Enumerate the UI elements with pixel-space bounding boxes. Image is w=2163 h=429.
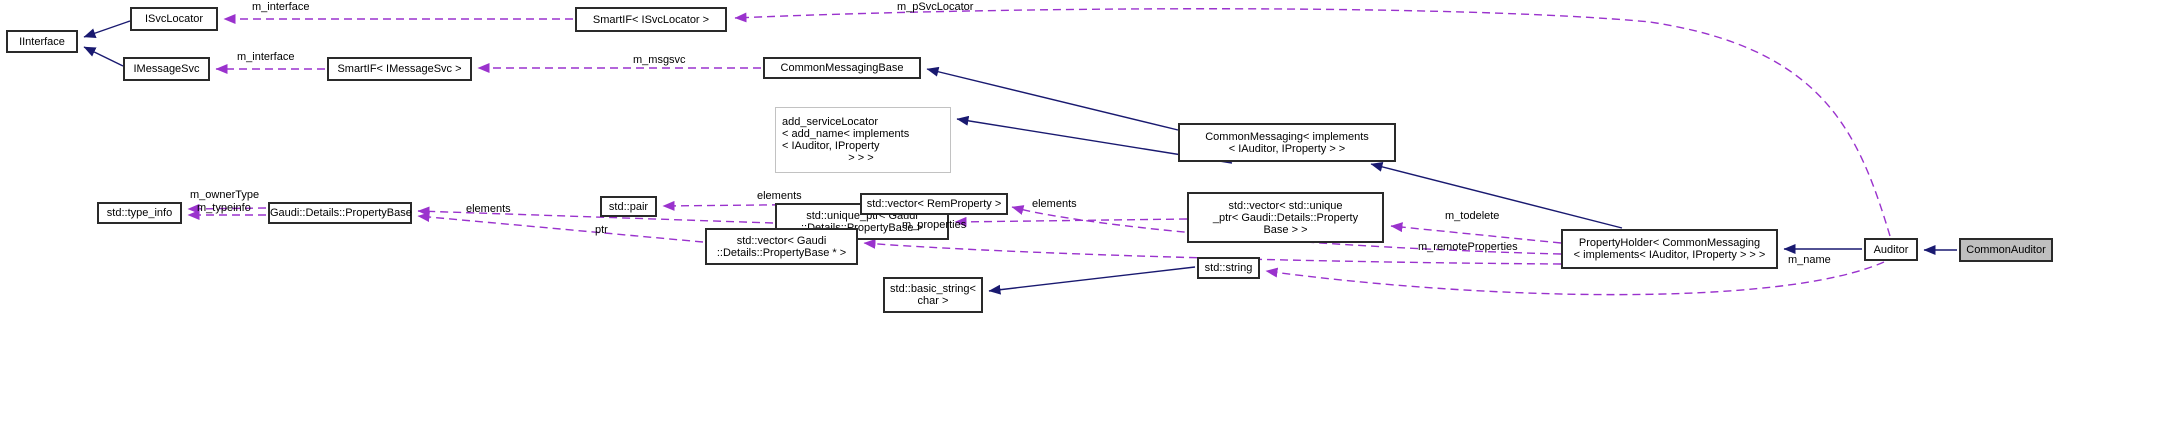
class-node-label: ISvcLocator <box>144 13 204 25</box>
class-node-smartif-isvclocator[interactable]: SmartIF< ISvcLocator > <box>575 7 727 32</box>
class-node-label: IInterface <box>19 35 65 48</box>
edge-label-m_remoteProperties: m_remoteProperties <box>1418 241 1518 253</box>
edge-string-to-basic-string <box>988 266 1196 295</box>
class-node-propertyholder[interactable]: PropertyHolder< CommonMessaging< impleme… <box>1561 229 1778 269</box>
class-node-label: std::pair <box>608 200 649 213</box>
class-node-smartif-imessagesvc[interactable]: SmartIF< IMessageSvc > <box>327 57 472 81</box>
class-node-vector-unique-ptr[interactable]: std::vector< std::unique_ptr< Gaudi::Det… <box>1187 192 1384 243</box>
class-node-imessagesvc[interactable]: IMessageSvc <box>123 57 210 81</box>
class-node-label: CommonMessaging< implements <box>1205 130 1369 143</box>
edge-commonmessaging-to-commonmessagingbase <box>926 66 1179 131</box>
edge-label-elements: elements <box>466 203 511 215</box>
edge-label-m_typeinfo: m_typeinfo <box>197 202 251 214</box>
edge-label-m_pSvcLocator: m_pSvcLocator <box>897 1 974 13</box>
class-node-label: _ptr< Gaudi::Details::Property <box>1212 211 1359 224</box>
class-node-commonauditor[interactable]: CommonAuditor <box>1959 238 2053 262</box>
edge-label-ptr: ptr <box>595 224 608 236</box>
class-node-label: Auditor <box>1873 243 1909 256</box>
class-node-commonmessagingbase[interactable]: CommonMessagingBase <box>763 57 921 79</box>
edge-imessagesvc-to-iinterface <box>83 46 124 67</box>
class-node-label: std::type_info <box>106 207 173 219</box>
class-node-label: < IAuditor, IProperty <box>782 140 880 152</box>
class-node-pair[interactable]: std::pair <box>600 196 657 217</box>
edge-propertyholder-to-commonmessaging <box>1370 161 1623 229</box>
class-node-label: SmartIF< IMessageSvc > <box>337 63 462 75</box>
class-node-label: IMessageSvc <box>133 63 200 75</box>
class-node-basic-string[interactable]: std::basic_string<char > <box>883 277 983 313</box>
class-node-label: std::vector< std::unique <box>1228 199 1343 212</box>
class-node-label: SmartIF< ISvcLocator > <box>592 13 710 26</box>
class-node-propertybase[interactable]: Gaudi::Details::PropertyBase <box>268 202 412 224</box>
class-node-label: std::basic_string< <box>890 283 976 295</box>
class-node-type-info[interactable]: std::type_info <box>97 202 182 224</box>
class-node-label: < IAuditor, IProperty > > <box>1228 142 1346 155</box>
class-node-label: Base > > <box>1263 223 1308 236</box>
edge-label-m_msgsvc: m_msgsvc <box>633 54 686 66</box>
class-node-vector-propertybase-ptr[interactable]: std::vector< Gaudi::Details::PropertyBas… <box>705 228 858 265</box>
edge-propertyholder-to-vector-propertybase-ptr <box>863 238 1562 265</box>
class-node-label: PropertyHolder< CommonMessaging <box>1578 237 1761 249</box>
class-node-auditor[interactable]: Auditor <box>1864 238 1918 261</box>
edge-propertyholder-to-vector-unique-ptr <box>1390 222 1562 244</box>
class-node-label: std::vector< Gaudi <box>736 234 827 247</box>
class-node-isvclocator[interactable]: ISvcLocator <box>130 7 218 31</box>
class-node-vector-remproperty[interactable]: std::vector< RemProperty > <box>860 193 1008 215</box>
class-node-label: CommonAuditor <box>1966 244 2046 256</box>
edge-auditor-to-string <box>1265 261 1885 296</box>
class-node-label: add_serviceLocator <box>782 116 879 128</box>
edge-vector-unique-ptr-to-unique-ptr-propertybase <box>954 216 1188 227</box>
class-node-label: CommonMessagingBase <box>780 62 904 74</box>
class-node-label: ::Details::PropertyBase * > <box>716 246 847 259</box>
class-node-string[interactable]: std::string <box>1197 257 1260 279</box>
class-node-add-servicelocator: add_serviceLocator< add_name< implements… <box>775 107 951 173</box>
class-node-commonmessaging[interactable]: CommonMessaging< implements< IAuditor, I… <box>1178 123 1396 162</box>
edge-label-m_todelete: m_todelete <box>1445 210 1500 222</box>
edge-label-m_interface: m_interface <box>252 1 310 13</box>
edge-label-elements: elements <box>757 190 802 202</box>
edge-propertybase-to-type-info <box>187 203 267 214</box>
edge-isvclocator-to-iinterface <box>83 20 131 38</box>
class-node-label: std::string <box>1204 262 1253 274</box>
class-node-label: char > <box>917 295 949 307</box>
edge-label-m_interface: m_interface <box>237 51 295 63</box>
edge-label-elements: elements <box>1032 198 1077 210</box>
edge-auditor-to-smartif-isvclocator <box>734 8 1891 237</box>
edge-label-m_properties: m_properties <box>902 219 967 231</box>
edge-label-m_name: m_name <box>1788 254 1831 266</box>
edge-unique-ptr-propertybase-to-propertybase <box>417 206 774 224</box>
class-node-label: > > > <box>848 152 874 164</box>
class-node-label: < implements< IAuditor, IProperty > > > <box>1573 249 1766 261</box>
class-node-label: std::vector< RemProperty > <box>866 198 1002 210</box>
class-node-label: Gaudi::Details::PropertyBase <box>270 207 412 219</box>
edge-vector-propertybase-ptr-to-propertybase <box>417 212 704 243</box>
class-node-iinterface[interactable]: IInterface <box>6 30 78 53</box>
edge-label-m_ownerType: m_ownerType <box>190 189 260 201</box>
class-node-label: < add_name< implements <box>782 128 910 140</box>
